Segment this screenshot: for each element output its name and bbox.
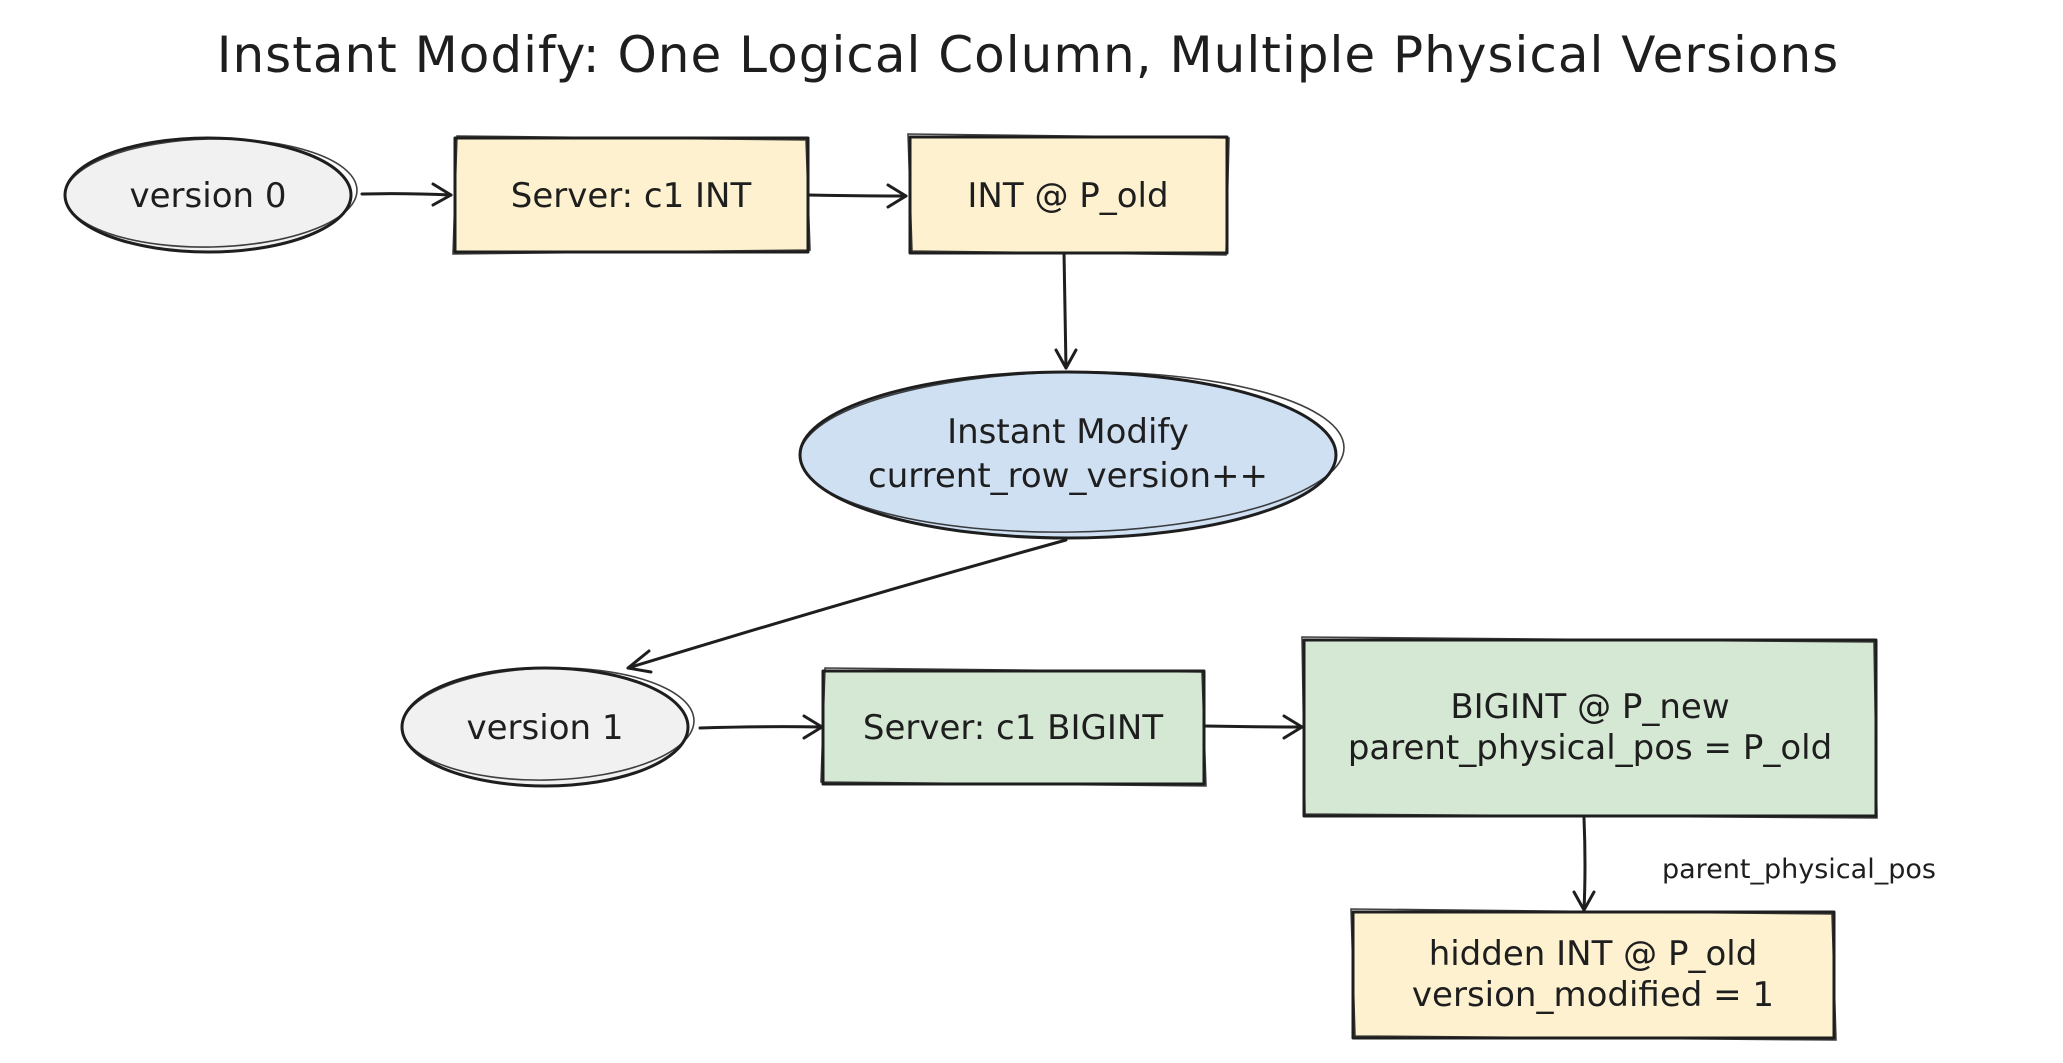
node-server-c1-int-label: Server: c1 INT <box>511 176 752 216</box>
node-hidden-int-line2: version_modified = 1 <box>1412 975 1774 1015</box>
edge-version0-to-server-c1-int <box>360 182 453 207</box>
node-int-p-old-label: INT @ P_old <box>967 176 1168 216</box>
node-version-0-label: version 0 <box>130 176 287 216</box>
node-bigint-p-new: BIGINT @ P_new parent_physical_pos = P_o… <box>1301 636 1878 819</box>
edge-server-c1-bigint-to-bigint-p-new <box>1202 714 1304 740</box>
node-hidden-int-p-old: hidden INT @ P_old version_modified = 1 <box>1350 908 1837 1041</box>
edge-label-parent-physical-pos: parent_physical_pos <box>1662 854 1936 885</box>
node-version-1: version 1 <box>400 666 695 788</box>
node-version-1-label: version 1 <box>467 708 624 748</box>
diagram-title: Instant Modify: One Logical Column, Mult… <box>217 26 1839 84</box>
edge-server-c1-int-to-int-p-old <box>806 183 908 209</box>
node-bigint-p-new-line2: parent_physical_pos = P_old <box>1348 728 1832 768</box>
node-server-c1-int: Server: c1 INT <box>452 135 811 255</box>
edge-version1-to-server-c1-bigint <box>698 714 824 740</box>
node-hidden-int-line1: hidden INT @ P_old <box>1429 934 1758 974</box>
node-server-c1-bigint: Server: c1 BIGINT <box>820 667 1207 787</box>
node-server-c1-bigint-label: Server: c1 BIGINT <box>863 708 1163 748</box>
node-instant-modify: Instant Modify current_row_version++ <box>798 370 1345 540</box>
edge-bigint-p-new-to-hidden-int <box>1572 816 1596 912</box>
edge-int-p-old-to-instant-modify <box>1054 250 1078 370</box>
node-instant-modify-line1: Instant Modify <box>947 412 1189 452</box>
node-bigint-p-new-line1: BIGINT @ P_new <box>1450 687 1729 727</box>
edges <box>360 182 1596 912</box>
node-instant-modify-line2: current_row_version++ <box>868 456 1268 496</box>
edge-instant-modify-to-version1 <box>626 538 1068 674</box>
node-int-p-old: INT @ P_old <box>907 133 1230 256</box>
node-version-0: version 0 <box>63 136 358 254</box>
